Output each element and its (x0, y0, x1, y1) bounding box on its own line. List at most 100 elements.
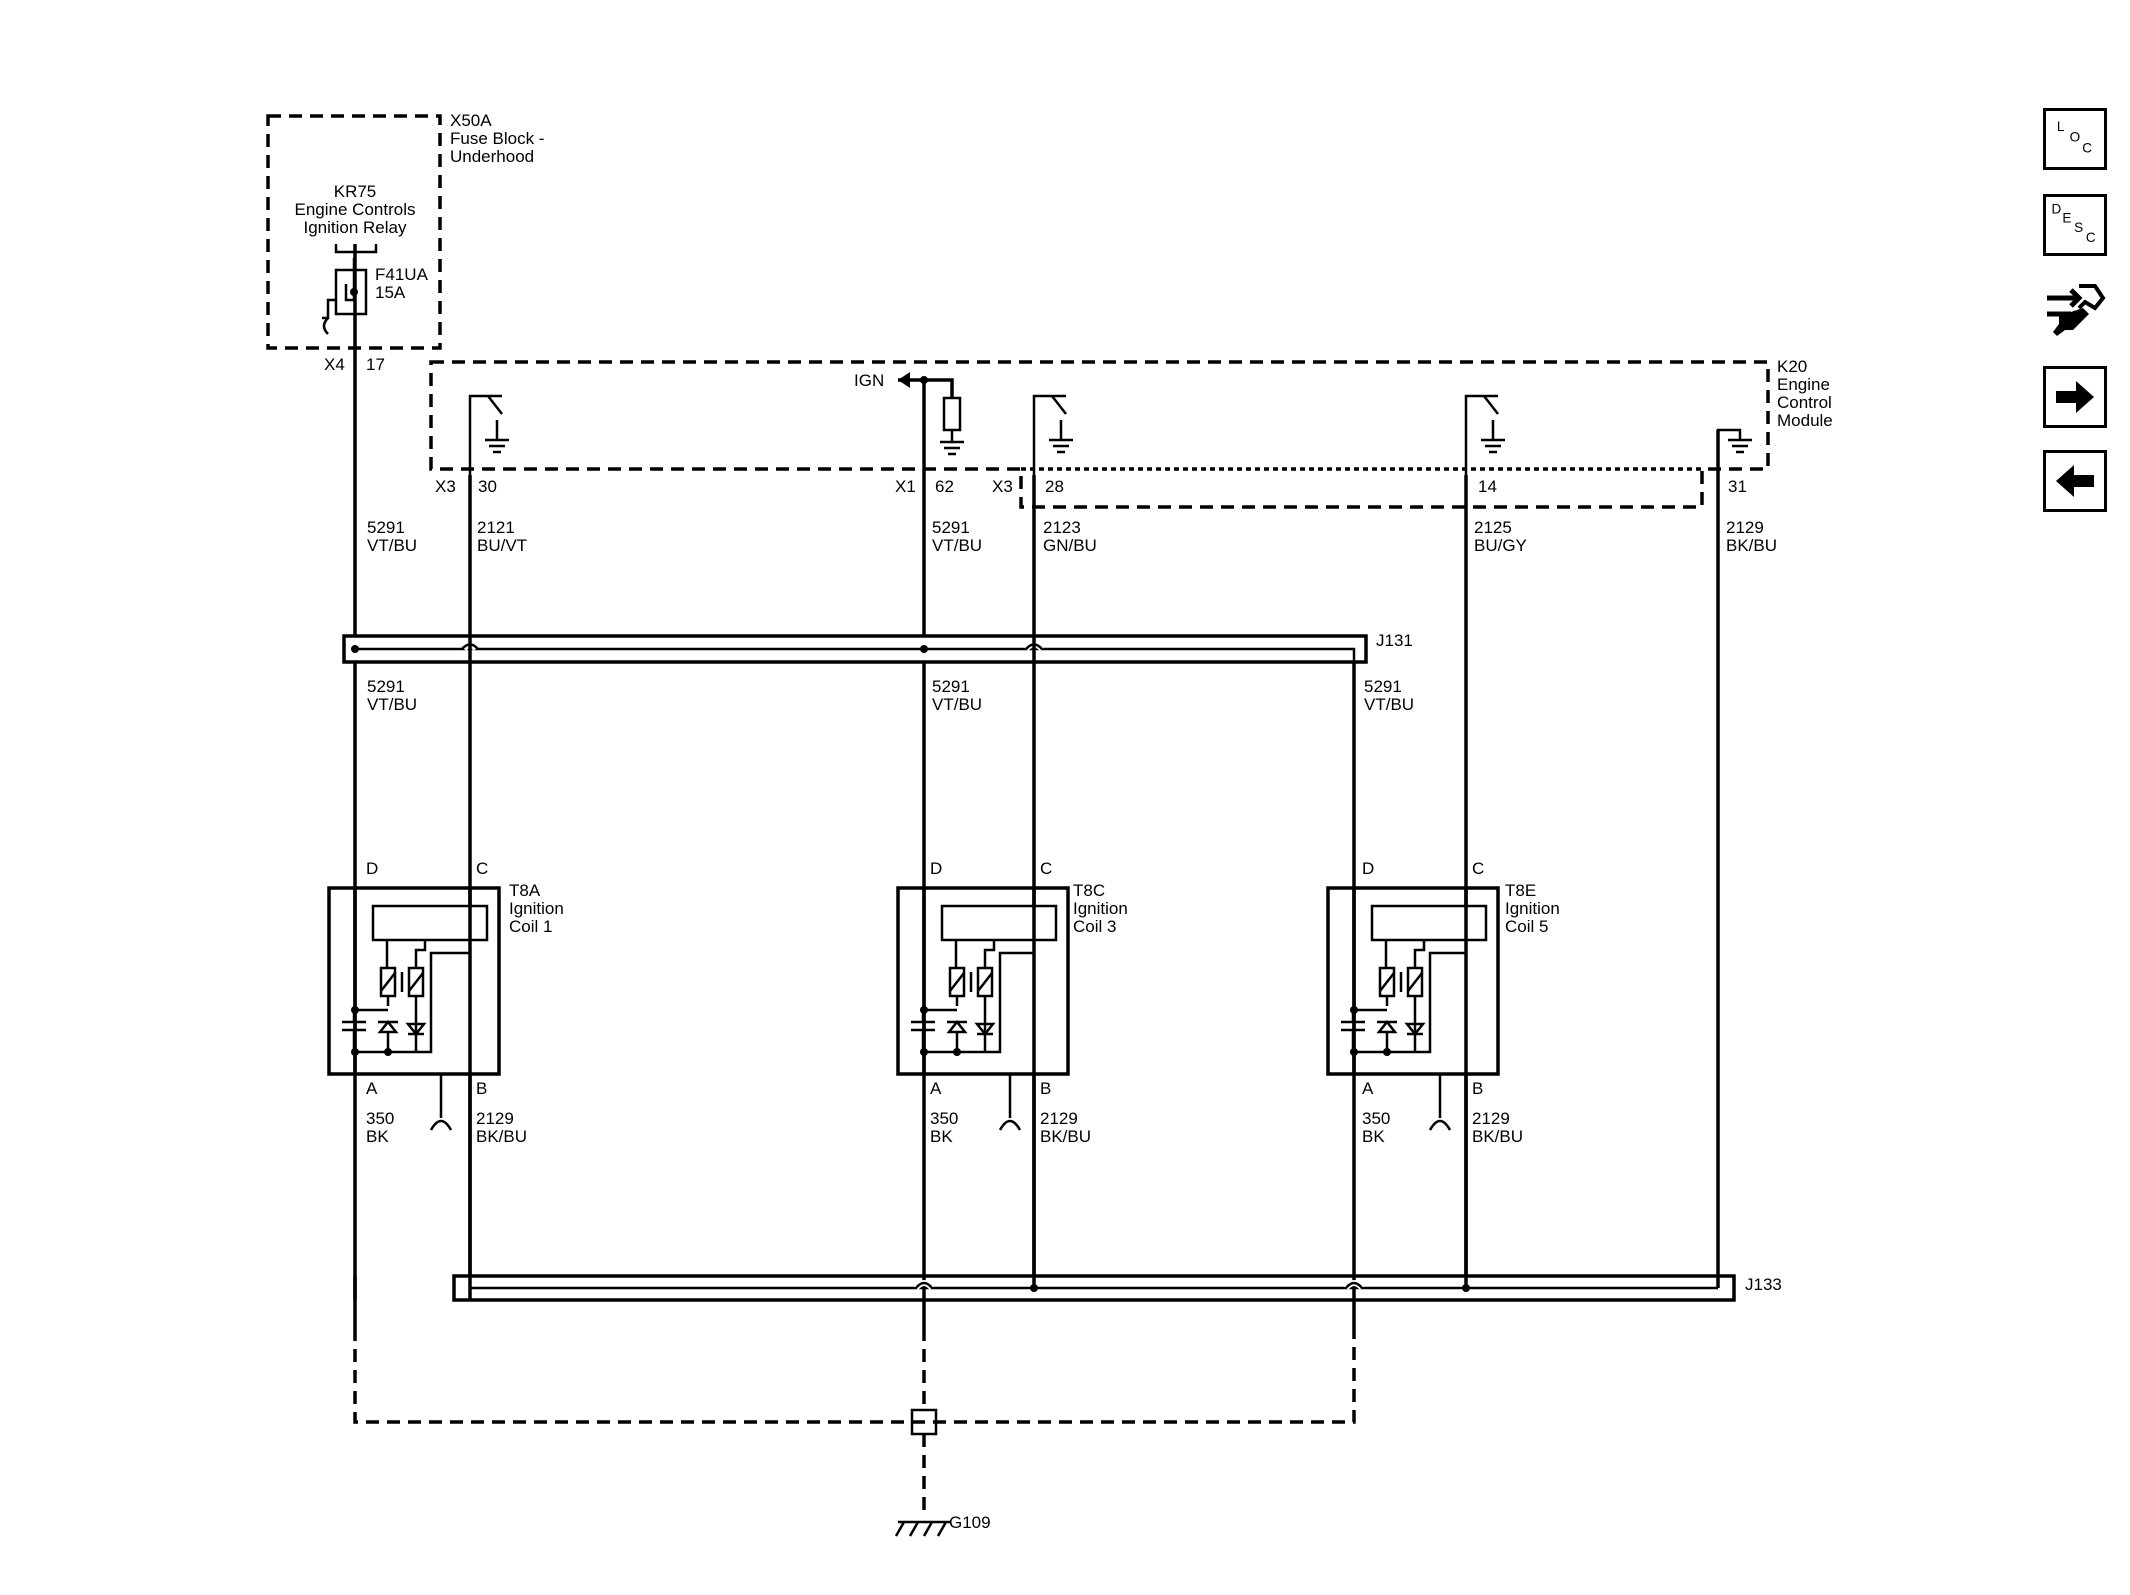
coil3-line1: Ignition (1073, 899, 1128, 918)
coil5-pin-c: C (1472, 859, 1484, 878)
fuse-block-id: X50A (450, 111, 492, 130)
coil-b-wires (468, 1074, 1468, 1285)
j131-wire1-color: VT/BU (367, 695, 417, 714)
ground-g109[interactable]: G109 (353, 1328, 1356, 1537)
coil5-pin-a: A (1362, 1079, 1374, 1098)
ecm-id: K20 (1777, 357, 1807, 376)
coil3-a-circuit: 350 (930, 1109, 958, 1128)
svg-text:L: L (2057, 119, 2065, 134)
fuse-block-name-2: Underhood (450, 147, 534, 166)
wire-2121-color: BU/VT (477, 536, 527, 555)
driver-28-icon (1032, 394, 1073, 475)
ecm-pin-28: 28 (1045, 477, 1064, 496)
splice-bottom-id: J133 (1745, 1275, 1782, 1294)
splice-j133[interactable]: J133 (353, 1274, 1782, 1302)
ecm-conn-x1: X1 (895, 477, 916, 496)
ecm-conn-x3b: X3 (992, 477, 1013, 496)
coil1-a-circuit: 350 (366, 1109, 394, 1128)
next-arrow-icon (2056, 381, 2094, 413)
coil-t8c[interactable] (896, 886, 1070, 1076)
coil5-a-color: BK (1362, 1127, 1385, 1146)
coil3-pin-d: D (930, 859, 942, 878)
coil5-b-circuit: 2129 (1472, 1109, 1510, 1128)
back-arrow-icon (2056, 465, 2094, 497)
next-button[interactable] (2043, 366, 2107, 428)
ignition-coils (327, 886, 1500, 1076)
wires (353, 244, 1720, 1328)
coil1-pin-a: A (366, 1079, 378, 1098)
coil-t8a[interactable] (327, 886, 501, 1076)
coil3-pin-c: C (1040, 859, 1052, 878)
coil3-pin-a: A (930, 1079, 942, 1098)
j131-wire1-circuit: 5291 (367, 677, 405, 696)
fuse-block-name-1: Fuse Block - (450, 129, 544, 148)
ecm-conn-x3a: X3 (435, 477, 456, 496)
connector-repair-icon (2047, 284, 2106, 336)
ecm-pin-31: 31 (1728, 477, 1747, 496)
fuse-rating: 15A (375, 283, 406, 302)
wire-2123-color: GN/BU (1043, 536, 1097, 555)
ign-label: IGN (854, 371, 884, 390)
coil5-b-color: BK/BU (1472, 1127, 1523, 1146)
coil1-line2: Coil 1 (509, 917, 552, 936)
wire-2121-circuit: 2121 (477, 518, 515, 537)
wire-5291-circuit: 5291 (932, 518, 970, 537)
wire-2129-circuit: 2129 (1726, 518, 1764, 537)
ecm-name-1: Engine (1777, 375, 1830, 394)
coil5-pin-b: B (1472, 1079, 1483, 1098)
wire-2125-color: BU/GY (1474, 536, 1527, 555)
splice-j131[interactable]: J131 (342, 631, 1413, 664)
svg-text:C: C (2086, 230, 2096, 245)
ground-31-icon (1716, 428, 1752, 475)
ecm-pin-62: 62 (935, 477, 954, 496)
coil3-b-color: BK/BU (1040, 1127, 1091, 1146)
coil1-pin-d: D (366, 859, 378, 878)
coil3-id: T8C (1073, 881, 1105, 900)
loc-icon: L O C (2057, 119, 2092, 156)
j131-wire2-color: VT/BU (932, 695, 982, 714)
coil-internal-icon (342, 940, 470, 1056)
coil3-a-color: BK (930, 1127, 953, 1146)
coil1-pin-c: C (476, 859, 488, 878)
svg-text:D: D (2052, 201, 2062, 216)
driver-14-icon (1464, 394, 1505, 475)
coil5-a-circuit: 350 (1362, 1109, 1390, 1128)
coil-labels: D C T8A Ignition Coil 1 A B 350 BK 2129 … (366, 859, 1560, 1146)
coil1-a-color: BK (366, 1127, 389, 1146)
ecm-pin-14: 14 (1478, 477, 1497, 496)
coil1-pin-b: B (476, 1079, 487, 1098)
fuse-block-x50a[interactable]: X50A Fuse Block - Underhood KR75 Engine … (266, 111, 544, 374)
fuse-connector: X4 (324, 355, 345, 374)
feed-color: VT/BU (367, 536, 417, 555)
feed-circuit: 5291 (367, 518, 405, 537)
coil-b-stubs (429, 1074, 1452, 1131)
coil5-line2: Coil 5 (1505, 917, 1548, 936)
coil1-b-color: BK/BU (476, 1127, 527, 1146)
ecm-name-3: Module (1777, 411, 1833, 430)
coil1-id: T8A (509, 881, 541, 900)
fuse-id: F41UA (375, 265, 429, 284)
coil-t8e[interactable] (1326, 886, 1500, 1076)
coil3-pin-b: B (1040, 1079, 1051, 1098)
coil5-pin-d: D (1362, 859, 1374, 878)
desc-icon: D E S C (2052, 201, 2096, 245)
wire-2123-circuit: 2123 (1043, 518, 1081, 537)
svg-text:C: C (2082, 141, 2092, 156)
j131-wire2-circuit: 5291 (932, 677, 970, 696)
coil5-id: T8E (1505, 881, 1536, 900)
ecm-k20[interactable]: K20 Engine Control Module IGN X3 30 X1 6… (429, 357, 1833, 509)
svg-text:O: O (2070, 130, 2081, 145)
coil1-line1: Ignition (509, 899, 564, 918)
loc-button[interactable]: L O C (2043, 108, 2107, 170)
j131-wire3-color: VT/BU (1364, 695, 1414, 714)
wire-5291-color: VT/BU (932, 536, 982, 555)
connector-repair-button[interactable] (2043, 278, 2107, 340)
coil1-b-circuit: 2129 (476, 1109, 514, 1128)
relay-name-1: Engine Controls (295, 200, 416, 219)
ground-id: G109 (949, 1513, 991, 1532)
driver-30-icon (468, 394, 509, 475)
desc-button[interactable]: D E S C (2043, 194, 2107, 256)
relay-name-2: Ignition Relay (303, 218, 407, 237)
back-button[interactable] (2043, 450, 2107, 512)
